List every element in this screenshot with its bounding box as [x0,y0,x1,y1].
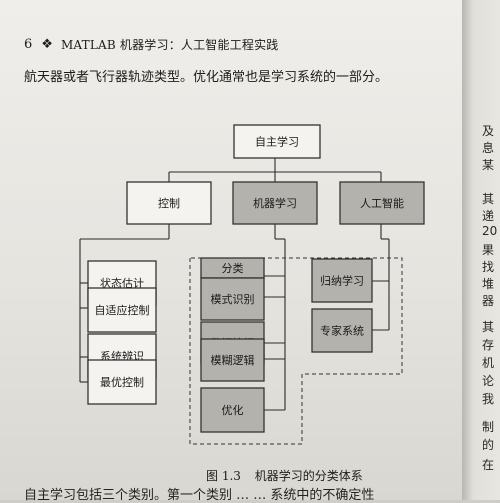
control-item-node-label: 最优控制 [100,375,144,389]
control-item-node: 最优控制 [87,359,157,405]
next-page-char: 我 [482,392,495,406]
category-node-box [232,181,318,225]
ml-item-node: 模糊逻辑 [200,338,265,382]
figure-number: 图 1.3 [206,469,241,483]
figure-title: 机器学习的分类体系 [254,469,363,483]
next-page-char: 20 [482,224,498,238]
next-page-char: 制 [482,420,495,434]
root-node: 自主学习 [233,124,321,159]
next-page-char: 其 [482,192,495,206]
ml-item-node-label: 优化 [222,403,244,417]
figure-caption: 图 1.3 机器学习的分类体系 [206,467,363,484]
next-page-char: 器 [482,294,495,308]
next-page-char: 论 [482,374,495,388]
body-paragraph-partial: 自主学习包括三个类别。第一个类别 … … 系统中的不确定性 [24,488,375,503]
ml-item-node-box [200,338,265,382]
next-page-char: 果 [482,243,495,257]
ml-item-node-label: 模糊逻辑 [211,353,255,367]
next-page-char: 其 [482,320,495,334]
next-page-edge: 及 息 某 其 递 20 果 找 堆 器 其 存 机 论 我 制 的 在 [462,0,500,500]
category-node-box [339,181,425,225]
next-page-char: 某 [482,158,495,172]
ai-item-node-label: 专家系统 [320,324,364,338]
shared-area-outline [189,257,403,445]
control-item-node-label: 自适应控制 [95,303,150,317]
next-page-char: 及 [482,124,495,138]
page-number: 6 [24,37,33,52]
ml-item-node-label: 分类 [222,261,244,275]
ai-item-node-box [311,258,373,303]
control-item-node-label: 状态估计 [100,276,144,290]
category-node-label: 人工智能 [360,196,404,210]
category-node-box [126,181,212,225]
control-item-node-box [87,359,157,405]
control-item-node-box [87,287,157,333]
root-node-label: 自主学习 [255,135,299,149]
category-node-label: 控制 [158,196,180,210]
next-page-char: 息 [482,141,495,155]
category-node-label: 机器学习 [253,196,297,210]
next-page-char: 找 [482,260,495,274]
ml-item-node-box [200,387,265,433]
ai-item-node: 归纳学习 [311,258,373,303]
ai-item-node-box [311,308,373,353]
ai-item-node-label: 归纳学习 [320,274,364,288]
category-node: 机器学习 [232,181,318,225]
next-page-char: 在 [482,458,495,472]
ml-item-node-label: 模式识别 [211,293,255,306]
chapter-title: MATLAB 机器学习：人工智能工程实践 [60,38,279,52]
next-page-char: 递 [482,209,495,223]
ml-item-node-box [200,277,265,321]
next-page-char: 机 [482,356,495,370]
taxonomy-diagram: 自主学习控制机器学习人工智能状态估计自适应控制系统辨识最优控制分类模式识别数据挖… [79,124,425,445]
category-node: 控制 [126,181,212,225]
root-node-box [233,124,321,159]
control-item-node: 自适应控制 [87,287,157,333]
next-page-char: 的 [482,438,495,452]
ml-item-node: 分类 [200,257,265,279]
next-page-char: 堆 [482,277,495,291]
ml-item-node: 模式识别 [200,277,265,321]
ai-item-node: 专家系统 [311,308,373,353]
ml-item-node: 优化 [200,387,265,433]
ornament-icon: ❖ [41,37,53,52]
next-page-char: 存 [482,338,495,352]
category-node: 人工智能 [339,181,425,225]
running-header: 6 ❖ MATLAB 机器学习：人工智能工程实践 [24,36,279,53]
body-paragraph: 航天器或者飞行器轨迹类型。优化通常也是学习系统的一部分。 [24,70,389,85]
